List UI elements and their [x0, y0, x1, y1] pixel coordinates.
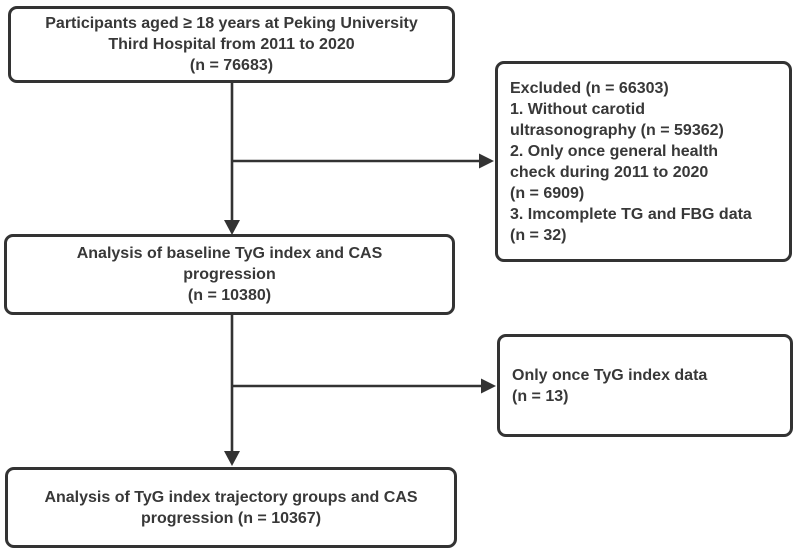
text-line: 2. Only once general health: [510, 142, 719, 160]
arrowhead-down-trajectory-icon: [224, 451, 240, 466]
arrowhead-right-excluded-icon: [479, 153, 494, 169]
text-line: (n = 32): [510, 226, 567, 244]
text-line: 3. Imcomplete TG and FBG data: [510, 205, 752, 223]
text-line: Analysis of baseline TyG index and CAS: [76, 245, 383, 262]
text-line: Only once TyG index data: [512, 366, 708, 384]
text-line: progression: [183, 266, 276, 283]
text-line: Participants aged ≥ 18 years at Peking U…: [45, 15, 418, 32]
text-line: (n = 76683): [189, 57, 274, 74]
box-participants: Participants aged ≥ 18 years at Peking U…: [8, 6, 455, 83]
text-line: check during 2011 to 2020: [510, 163, 709, 181]
text-line: progression (n = 10367): [140, 509, 322, 527]
box-trajectory-analysis: Analysis of TyG index trajectory groups …: [5, 467, 457, 548]
text-line: (n = 6909): [510, 184, 585, 202]
text-line: ultrasonography (n = 59362): [510, 121, 724, 139]
text-line: Third Hospital from 2011 to 2020: [108, 36, 355, 53]
arrowhead-down-baseline-icon: [224, 220, 240, 235]
text-line: Analysis of TyG index trajectory groups …: [44, 488, 418, 506]
box-excluded: Excluded (n = 66303) 1. Without carotid …: [495, 61, 792, 262]
text-line: Excluded (n = 66303): [510, 79, 669, 97]
arrowhead-right-only-once-icon: [481, 378, 496, 394]
text-line: (n = 13): [512, 387, 569, 405]
box-baseline-analysis: Analysis of baseline TyG index and CAS p…: [4, 234, 455, 315]
text-line: (n = 10380): [187, 287, 272, 304]
box-only-once-tyg: Only once TyG index data (n = 13): [497, 334, 793, 437]
text-line: 1. Without carotid: [510, 100, 645, 118]
